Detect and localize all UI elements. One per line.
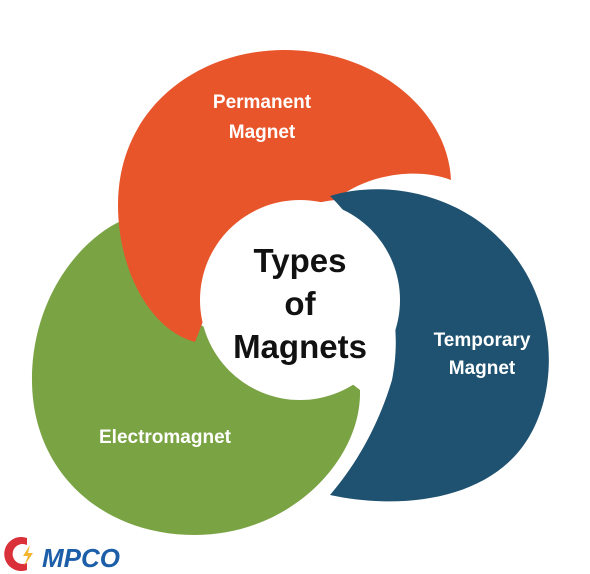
electromagnet-petal [32,220,361,535]
center-title-line3: Magnets [233,328,367,365]
temporary-magnet-label-line2: Magnet [449,358,516,379]
center-title-line1: Types [254,242,347,279]
permanent-magnet-petal [118,50,451,342]
permanent-magnet-label-line1: Permanent [213,92,312,113]
permanent-magnet-label-line2: Magnet [229,122,296,143]
logo-magnet-mark-icon [4,537,27,571]
temporary-magnet-label-line1: Temporary [434,330,531,351]
center-title-line2: of [284,285,316,322]
center-circle [200,200,400,400]
logo-bolt-icon [23,545,33,566]
mpco-logo: MPCO [4,537,120,573]
logo-text: MPCO [42,543,120,573]
electromagnet-label: Electromagnet [99,427,232,448]
